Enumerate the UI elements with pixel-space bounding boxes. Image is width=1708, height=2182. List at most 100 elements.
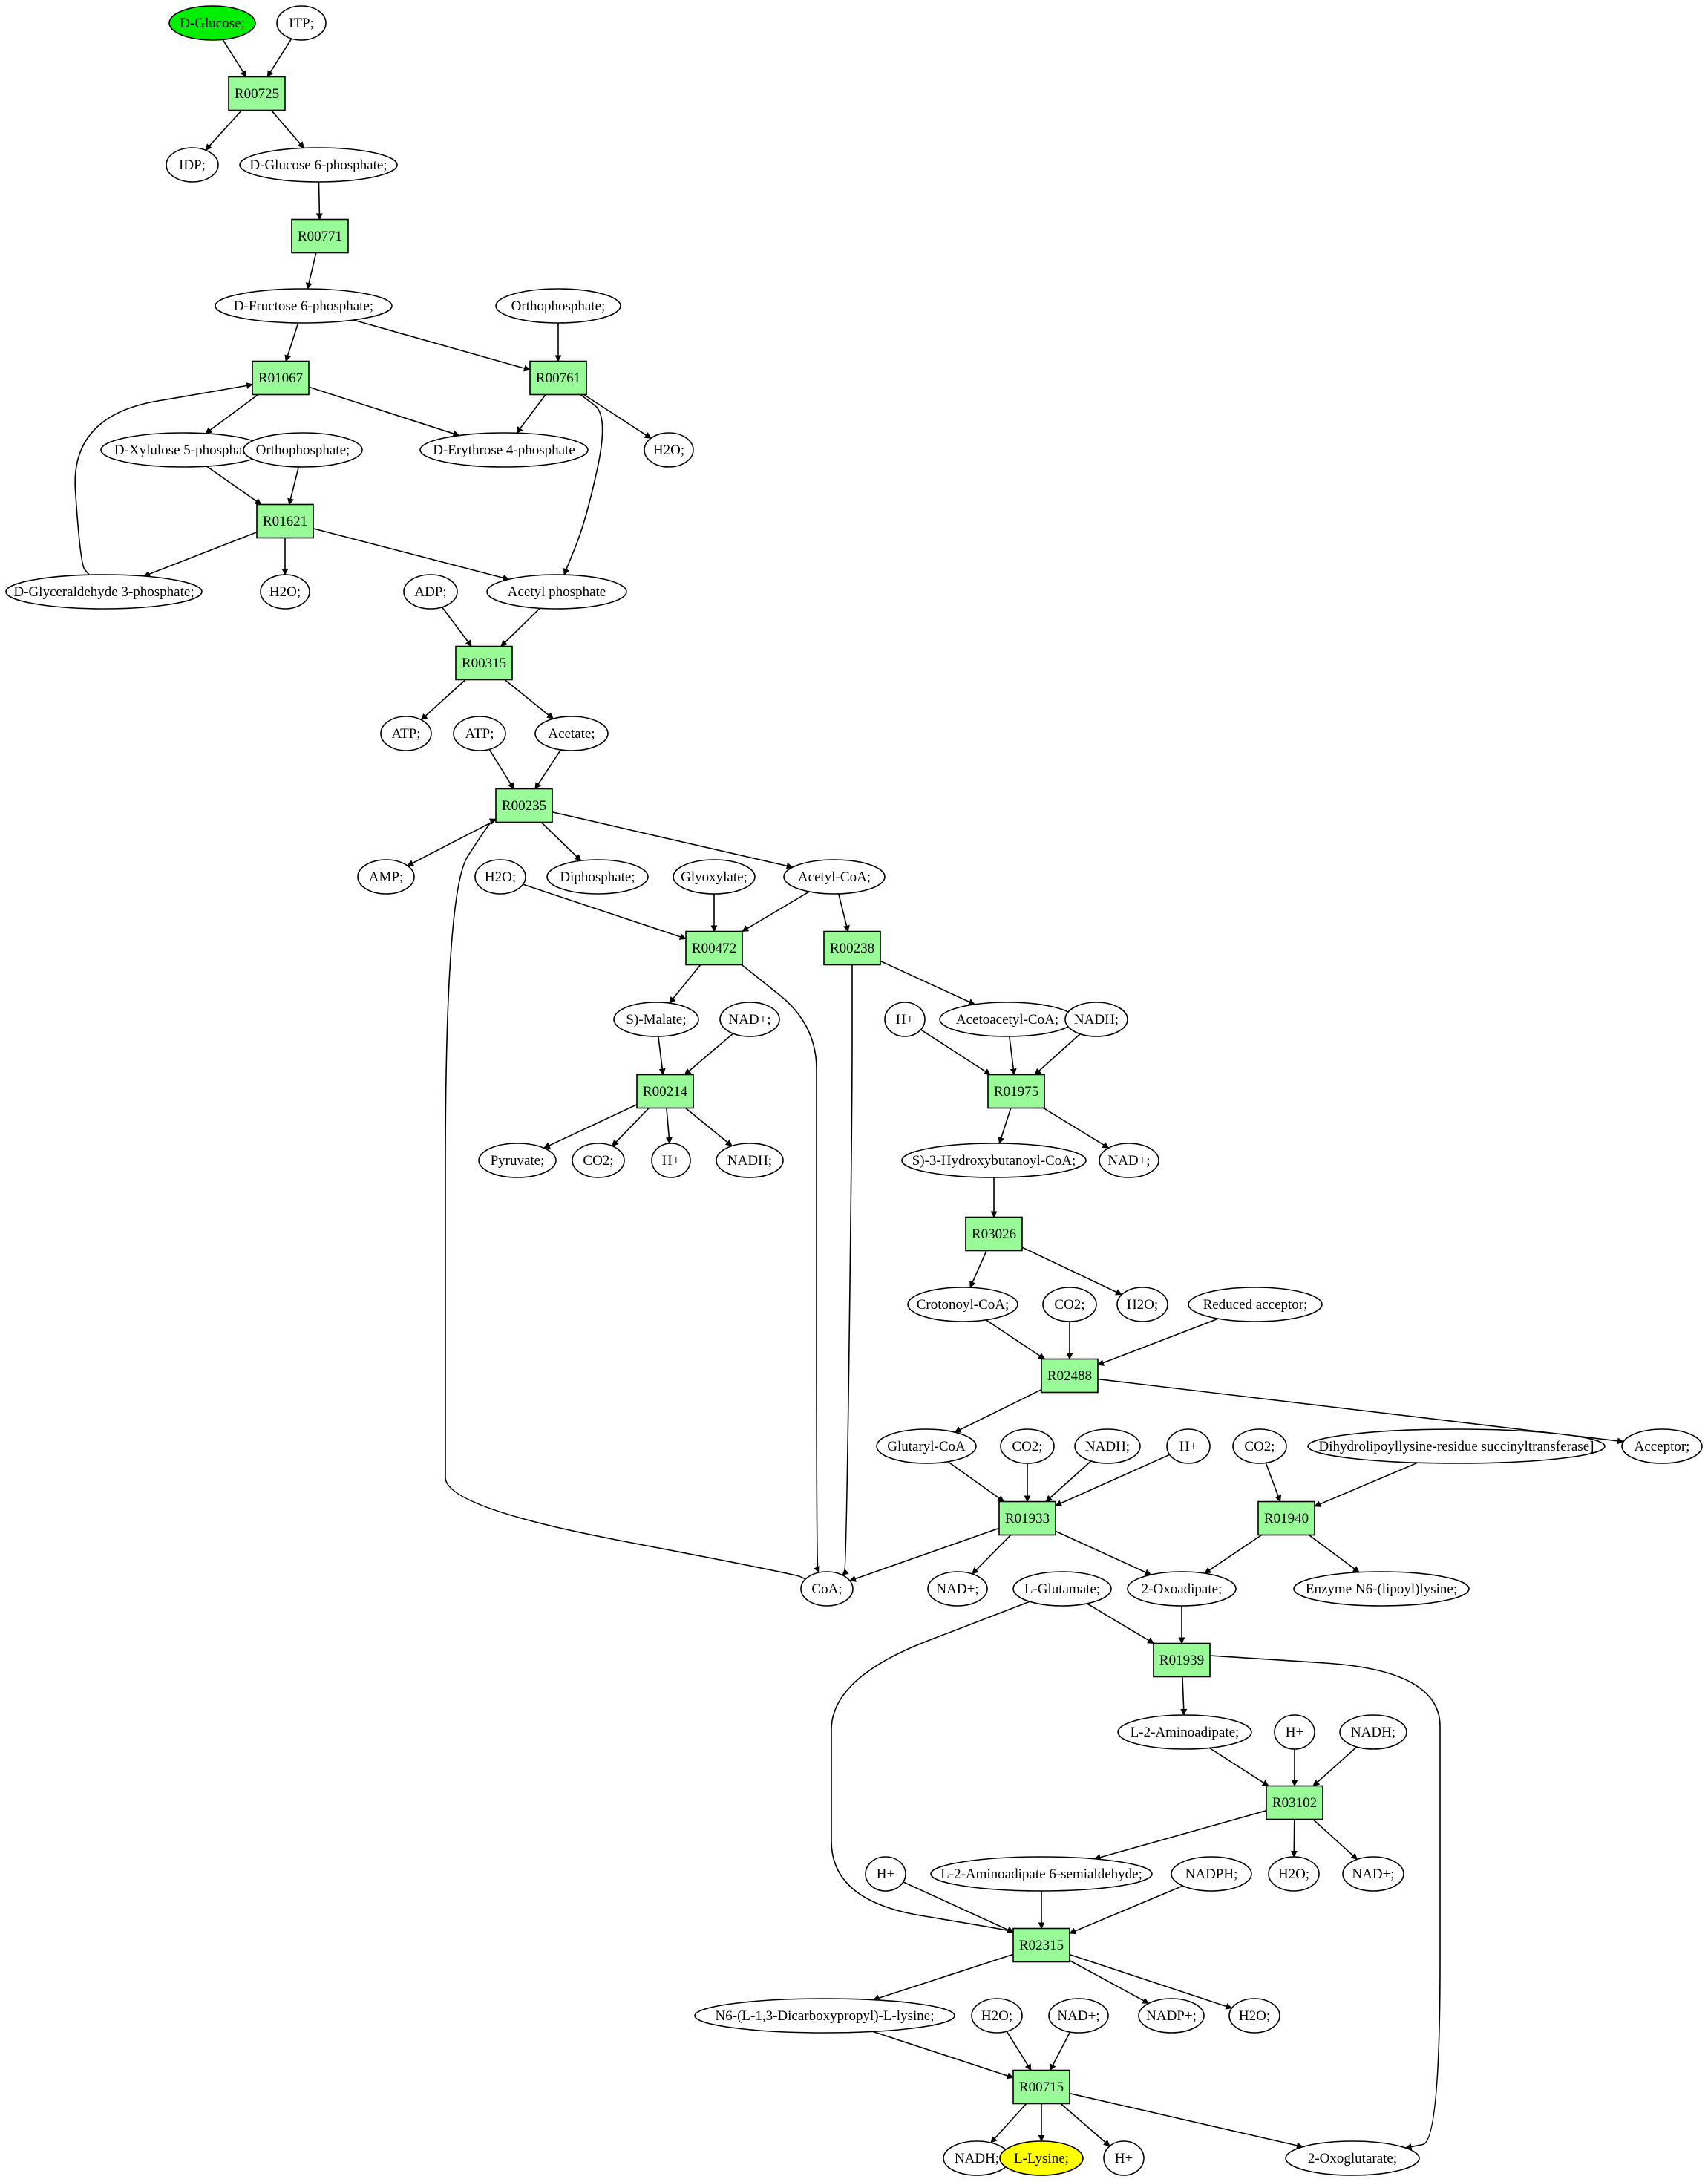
edge-r18-c61	[1069, 1959, 1150, 2005]
compound-ellipse	[644, 432, 694, 468]
edge-r16-c50	[1180, 1676, 1188, 1716]
compound-node: ADP;	[403, 574, 458, 610]
compound-node: CO2;	[572, 1143, 625, 1178]
edge-c47-r18	[831, 1601, 1030, 1933]
compound-node: IDP;	[166, 147, 219, 183]
compound-ellipse	[716, 1143, 784, 1178]
compound-label: Pyruvate;	[491, 1153, 545, 1169]
compound-ellipse	[651, 1143, 691, 1178]
compound-node: NADH;	[1064, 1002, 1128, 1037]
compound-label: L-Glutamate;	[1024, 1581, 1100, 1597]
reaction-label: R00771	[298, 229, 342, 244]
compound-node: H2O;	[260, 574, 310, 610]
compound-ellipse	[5, 574, 203, 610]
edge-r15-c49	[1308, 1534, 1360, 1573]
compound-node: 2-Oxoadipate;	[1127, 1571, 1237, 1607]
compound-ellipse	[419, 432, 589, 468]
compound-node: H+	[884, 1002, 926, 1037]
edge-r4-c14	[563, 393, 603, 575]
edge-c60-r19	[1050, 2031, 1071, 2071]
reaction-box	[965, 1216, 1023, 1252]
compound-label: 2-Oxoadipate;	[1142, 1581, 1223, 1597]
reaction-box	[823, 930, 881, 966]
compound-node: Dihydrolipoyllysine-residue succinyltran…	[1307, 1428, 1606, 1464]
compound-label: ATP;	[465, 726, 494, 742]
compound-label: Orthophosphate;	[511, 298, 606, 314]
compound-ellipse	[1103, 2140, 1145, 2176]
edge-c7-r5	[206, 466, 262, 506]
compound-ellipse	[1064, 1002, 1128, 1037]
compound-label: Acetyl-CoA;	[798, 869, 871, 885]
compound-ellipse	[1171, 1856, 1252, 1892]
compound-node: H+	[1274, 1714, 1315, 1750]
compound-node: N6-(L-1,3-Dicarboxypropyl)-L-lysine;	[694, 1998, 955, 2034]
reaction-node: R01067	[252, 360, 310, 396]
edge-c14-r6	[500, 607, 540, 647]
compound-ellipse	[800, 1571, 854, 1607]
edge-r13-c38	[954, 1388, 1042, 1433]
compound-label: NADH;	[1074, 1012, 1119, 1028]
compound-node: Acceptor;	[1621, 1428, 1703, 1464]
reaction-node: R00725	[228, 76, 286, 111]
reaction-label: R00761	[536, 370, 580, 386]
compound-ellipse	[215, 288, 393, 324]
compound-label: NAD+;	[1107, 1153, 1150, 1169]
compound-node: CO2;	[1232, 1428, 1287, 1464]
compound-label: 2-Oxoglutarate;	[1308, 2151, 1397, 2166]
edge-c38-r14	[947, 1461, 1005, 1503]
compound-node: H+	[865, 1856, 906, 1892]
reaction-node: R01933	[998, 1500, 1056, 1536]
compound-ellipse	[403, 574, 458, 610]
reaction-node: R00715	[1012, 2069, 1070, 2105]
compound-node: NADH;	[943, 2140, 1011, 2176]
reaction-box	[291, 218, 349, 254]
compound-ellipse	[1048, 1998, 1109, 2034]
edge-r7-c18	[407, 819, 497, 866]
reaction-node: R01621	[256, 503, 314, 539]
compound-ellipse	[243, 432, 363, 468]
compound-node: NAD+;	[927, 1571, 988, 1607]
compound-label: H+	[896, 1012, 914, 1028]
compound-label: H2O;	[269, 584, 301, 600]
nodes-layer: D-Glucose;ITP;IDP;D-Glucose 6-phosphate;…	[5, 5, 1703, 2176]
reaction-box	[1266, 1785, 1323, 1820]
edge-c13-r6	[441, 607, 472, 647]
edge-r19-c65	[1060, 2103, 1110, 2147]
reaction-box	[495, 788, 553, 823]
compound-ellipse	[1285, 2140, 1420, 2176]
compound-ellipse	[1138, 1998, 1205, 2034]
reaction-node: R00235	[495, 788, 553, 823]
reaction-node: R02315	[1012, 1927, 1070, 1963]
edge-r18-c58	[872, 1953, 1014, 2002]
compound-ellipse	[1621, 1428, 1703, 1464]
compound-ellipse	[380, 716, 432, 751]
compound-node: H+	[1166, 1428, 1211, 1464]
compound-node: NAD+;	[1048, 1998, 1109, 2034]
compound-node: NADH;	[1074, 1428, 1141, 1464]
compound-ellipse	[1117, 1714, 1252, 1750]
reaction-node: R00472	[685, 930, 743, 966]
edge-r14-c48	[1055, 1530, 1152, 1575]
edge-r8-c45	[741, 964, 820, 1573]
compound-node: H2O;	[1268, 1856, 1320, 1892]
compound-label: H+	[662, 1153, 680, 1169]
compound-label: Glyoxylate;	[681, 869, 747, 885]
compound-node: NADP+;	[1138, 1998, 1205, 2034]
edge-r5-c11	[143, 532, 258, 578]
edge-c50-r17	[1208, 1747, 1269, 1787]
edge-r11-c33	[1043, 1107, 1110, 1149]
compound-label: Crotonoyl-CoA;	[917, 1297, 1010, 1313]
compound-ellipse	[1232, 1428, 1287, 1464]
compound-label: Enzyme N6-(lipoyl)lysine;	[1306, 1581, 1457, 1597]
edge-c23-r10	[658, 1036, 666, 1076]
compound-node: H2O;	[474, 859, 526, 895]
edge-r1-c4	[270, 109, 305, 149]
compound-label: D-Glyceraldehyde 3-phosphate;	[13, 584, 194, 600]
edge-c37-r13	[1097, 1318, 1219, 1366]
edge-r10-c29	[612, 1107, 650, 1147]
compound-node: Glyoxylate;	[673, 859, 756, 895]
compound-node: Crotonoyl-CoA;	[907, 1287, 1018, 1322]
edge-c25-r11	[920, 1029, 991, 1076]
compound-ellipse	[572, 1143, 625, 1178]
